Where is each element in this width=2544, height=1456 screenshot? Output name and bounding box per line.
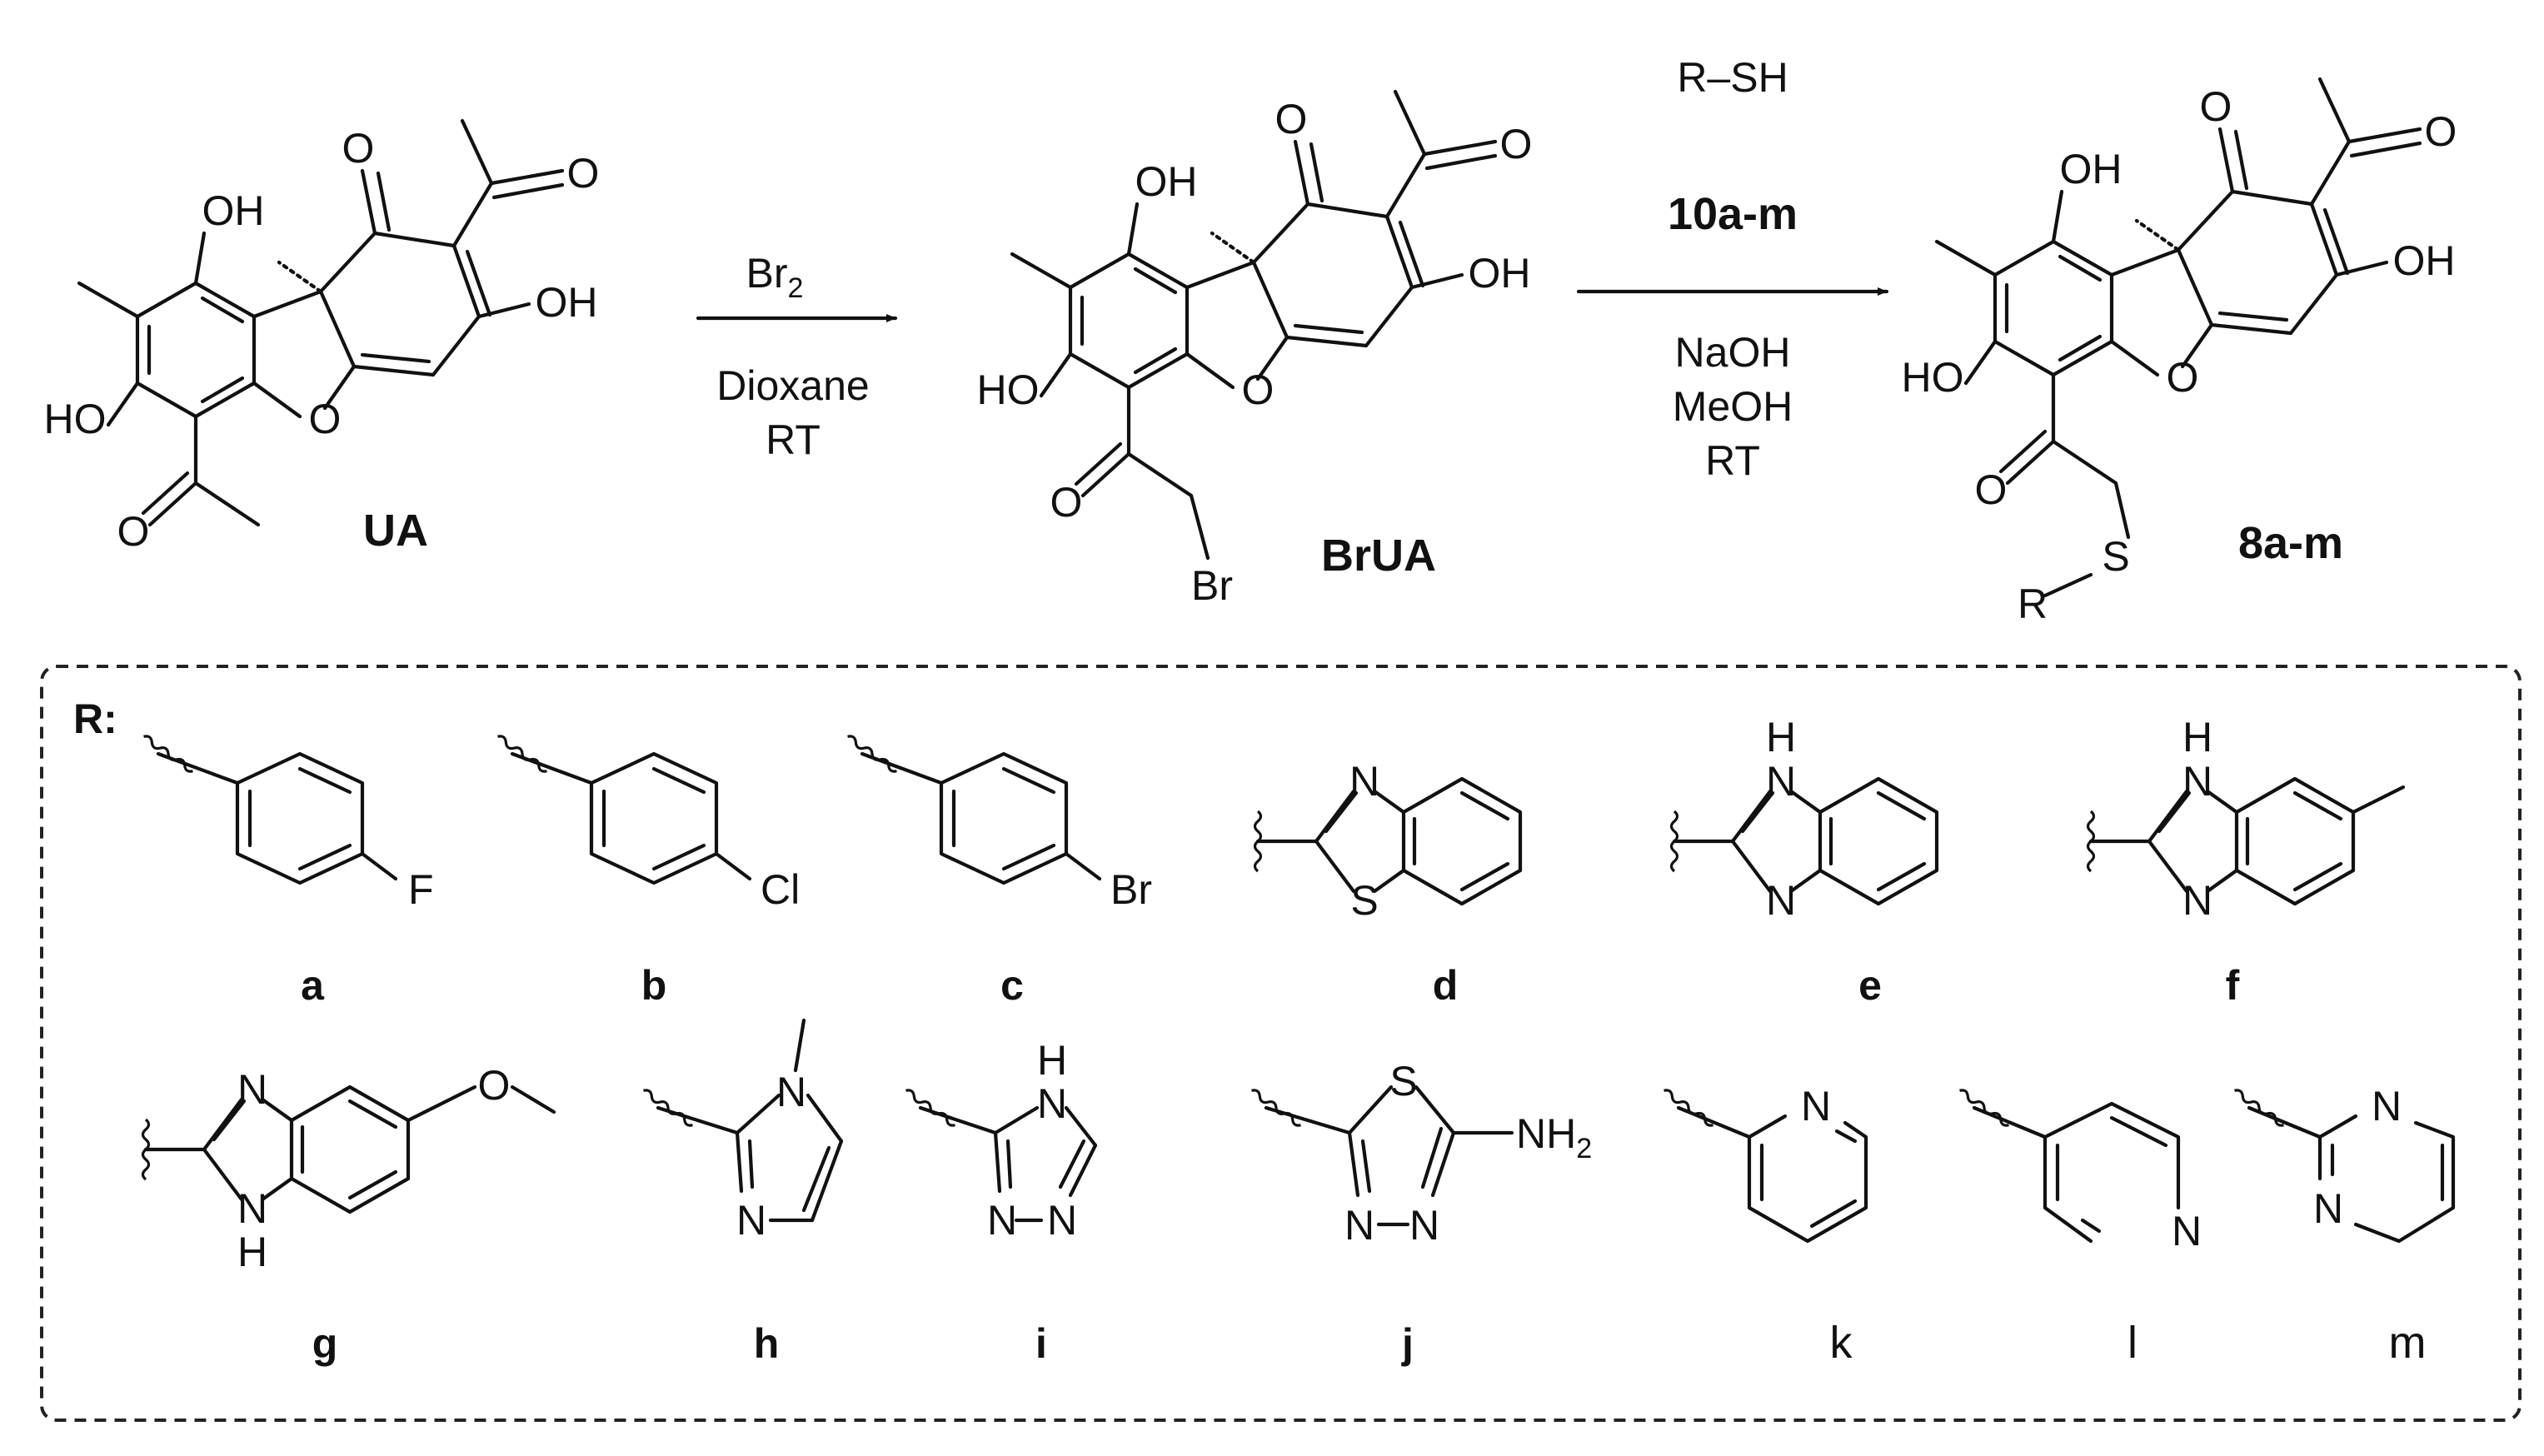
label-ua: UA: [363, 506, 428, 556]
arrow-step-1: Br2 Dioxane RT: [696, 250, 898, 463]
r-label-b: b: [641, 962, 667, 1009]
solvent-meoh: MeOH: [1673, 383, 1793, 430]
r-group-e: N H N: [1672, 714, 1938, 924]
temp-rt-1: RT: [766, 416, 821, 463]
atom-n-i1: N: [987, 1197, 1017, 1244]
reagent-thiol: R–SH: [1677, 54, 1788, 101]
reagent-br2: Br2: [746, 250, 804, 304]
compound-brua: O O OH O OH HO O Br BrUA: [977, 92, 1533, 609]
atom-s-d: S: [1350, 877, 1378, 924]
atom-o-acetyl: O: [567, 150, 600, 197]
r-label-i: i: [1035, 1320, 1047, 1367]
atom-o-furan: O: [309, 396, 342, 442]
atom-r: R: [2018, 581, 2048, 627]
atom-nh-g: N: [237, 1185, 267, 1232]
atom-n-d: N: [1349, 758, 1379, 805]
label-8a-m: 8a-m: [2238, 518, 2343, 568]
atom-h-g: H: [237, 1229, 267, 1275]
atom-n-k: N: [1801, 1083, 1831, 1129]
atom-o-ketone: O: [342, 125, 375, 172]
atom-ho-a: HO: [44, 396, 107, 442]
atom-nh2-j: NH2: [1516, 1110, 1592, 1164]
atom-oh-a: OH: [202, 187, 265, 234]
atom-f: F: [408, 866, 434, 913]
atom-o-furan: O: [1242, 366, 1274, 413]
r-label-l: l: [2127, 1318, 2137, 1368]
r-group-g: O N N H: [143, 1062, 556, 1275]
atom-oh-c: OH: [1469, 250, 1531, 297]
r-label-k: k: [1830, 1318, 1853, 1368]
atom-s: S: [2102, 533, 2129, 580]
r-label-c: c: [1000, 962, 1024, 1009]
atom-oh-a: OH: [2060, 146, 2122, 192]
r-group-box: R: F Cl Br N S N H N: [40, 665, 2522, 1422]
r-label-h: h: [754, 1320, 780, 1367]
r-group-f: N H N: [2088, 714, 2406, 924]
r-box-title: R:: [73, 696, 117, 742]
atom-s-j: S: [1389, 1058, 1417, 1104]
atom-n-e: N: [1766, 877, 1796, 924]
atom-h-f: H: [2182, 714, 2212, 760]
r-group-j: S N N NH2: [1248, 1058, 1592, 1249]
r-group-a: F: [142, 734, 434, 913]
r-group-i: N H N N: [902, 1037, 1098, 1244]
compound-ua: O O OH O OH HO O UA: [44, 121, 600, 556]
atom-n-i4: N: [1037, 1080, 1067, 1127]
atom-o-acetyl-a: O: [117, 508, 150, 555]
atom-n-i2: N: [1047, 1197, 1077, 1244]
label-10a-m: 10a-m: [1668, 189, 1798, 239]
r-group-h: N N: [640, 1018, 844, 1244]
atom-n-m1: N: [2372, 1083, 2402, 1129]
r-group-labels: a b c d e f g h i j k l m: [301, 962, 2426, 1368]
r-group-k: N: [1660, 1083, 1868, 1244]
temp-rt-2: RT: [1705, 437, 1760, 484]
atom-h-i: H: [1037, 1037, 1067, 1084]
r-group-l: N: [1956, 1086, 2202, 1254]
solvent-dioxane: Dioxane: [716, 362, 869, 409]
atom-o-acetyl: O: [2425, 108, 2457, 155]
atom-n-j2: N: [1409, 1202, 1439, 1249]
atom-oh-a: OH: [1135, 158, 1198, 205]
r-label-a: a: [301, 962, 325, 1009]
atom-cl: Cl: [761, 866, 800, 913]
r-label-e: e: [1858, 962, 1882, 1009]
atom-o-thioacetyl: O: [1975, 466, 2008, 513]
atom-n-h3: N: [736, 1197, 766, 1244]
atom-n-f: N: [2182, 877, 2212, 924]
atom-o-bromoacetyl: O: [1050, 479, 1083, 526]
atom-oh-c: OH: [2393, 237, 2456, 284]
atom-o-acetyl: O: [1500, 121, 1533, 167]
atom-n-j1: N: [1344, 1202, 1374, 1249]
atom-br: Br: [1191, 562, 1233, 609]
atom-nh-f: N: [2182, 758, 2212, 805]
atom-n-h1: N: [776, 1069, 806, 1115]
base-naoh: NaOH: [1675, 329, 1791, 376]
r-label-g: g: [312, 1320, 338, 1367]
r-group-c: Br: [846, 734, 1152, 913]
atom-n-l: N: [2172, 1208, 2202, 1254]
r-label-j: j: [1401, 1320, 1414, 1367]
arrow-step-2: R–SH 10a-m NaOH MeOH RT: [1576, 54, 1889, 484]
atom-o-furan: O: [2167, 354, 2199, 401]
r-label-f: f: [2226, 962, 2240, 1009]
r-group-d: N S: [1255, 758, 1521, 924]
atom-o-g: O: [478, 1062, 511, 1109]
atom-nh-e: N: [1766, 758, 1796, 805]
atom-o-ketone: O: [1275, 96, 1308, 142]
atom-n-m3: N: [2313, 1185, 2343, 1232]
r-group-m: N N: [2231, 1083, 2456, 1244]
r-group-b: Cl: [496, 734, 800, 913]
atom-h-e: H: [1766, 714, 1796, 760]
r-label-m: m: [2389, 1318, 2427, 1368]
compound-8a-m: O O OH O OH HO O S R 8a-m: [1902, 79, 2457, 627]
label-brua: BrUA: [1321, 531, 1436, 581]
atom-oh-c: OH: [536, 279, 598, 326]
atom-ho-a: HO: [1902, 354, 1964, 401]
atom-br-c: Br: [1110, 866, 1152, 913]
atom-n-g: N: [237, 1066, 267, 1113]
atom-o-ketone: O: [2200, 83, 2232, 130]
atom-ho-a: HO: [977, 366, 1040, 413]
r-label-d: d: [1433, 962, 1459, 1009]
